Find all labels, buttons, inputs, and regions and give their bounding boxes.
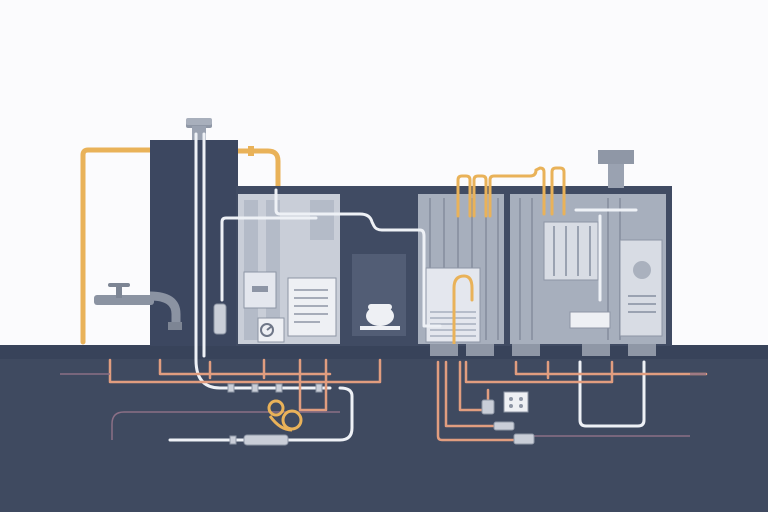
copper-pipes bbox=[108, 358, 708, 442]
junction-box-icon bbox=[503, 391, 529, 413]
ground-slab bbox=[0, 345, 768, 512]
pipe-fittings bbox=[213, 303, 535, 446]
pipe-coupling bbox=[248, 146, 254, 156]
vent-cap-icon bbox=[186, 118, 212, 125]
yellow-supply-pipe-left bbox=[80, 147, 281, 345]
fan-icon bbox=[619, 239, 663, 337]
control-panel-icon bbox=[543, 221, 611, 329]
white-pipes bbox=[168, 132, 646, 442]
faucet-icon bbox=[94, 283, 182, 330]
yellow-coil-pipes bbox=[452, 166, 566, 346]
gauge-icon bbox=[257, 317, 285, 343]
pump-icon bbox=[360, 304, 400, 330]
drain-lines bbox=[60, 373, 706, 440]
exhaust-chimney bbox=[598, 150, 634, 188]
yellow-loop-fitting bbox=[267, 399, 303, 432]
unit-feet bbox=[430, 344, 656, 356]
